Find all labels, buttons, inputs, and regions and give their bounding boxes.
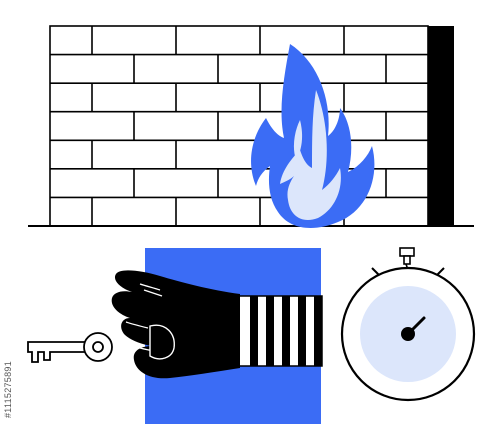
wall-edge bbox=[428, 26, 454, 226]
stopwatch bbox=[340, 247, 476, 402]
gloved-hand bbox=[111, 270, 240, 379]
key bbox=[27, 332, 113, 363]
blue-flame bbox=[251, 44, 375, 228]
brick-wall bbox=[49, 25, 429, 227]
stock-id-label: #1115275891 bbox=[3, 360, 13, 418]
striped-sleeve bbox=[237, 295, 323, 367]
